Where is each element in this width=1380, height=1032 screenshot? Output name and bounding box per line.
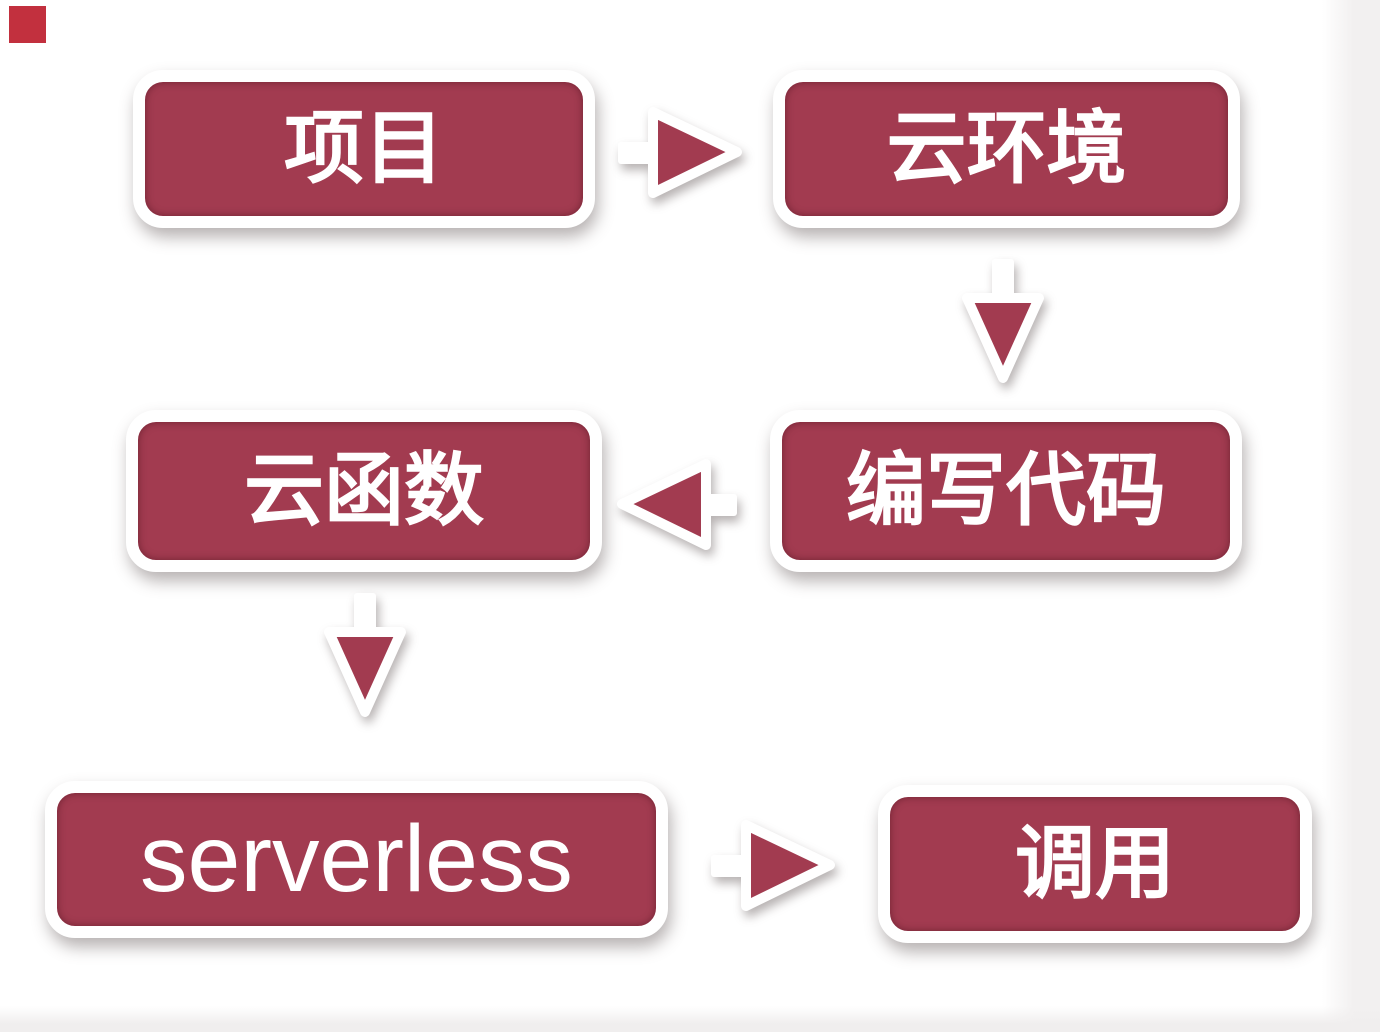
arrow-left-icon-1 — [610, 452, 740, 557]
node-cloud-function: 云函数 — [126, 410, 602, 572]
node-write-code: 编写代码 — [770, 410, 1242, 572]
node-invoke-label: 调用 — [1015, 819, 1175, 908]
node-cloud-env: 云环境 — [773, 70, 1240, 228]
arrow-right-icon-1 — [615, 100, 745, 205]
node-project: 项目 — [133, 70, 595, 228]
arrow-right-icon-2 — [708, 813, 838, 918]
frame-right-tint — [1322, 0, 1380, 1032]
node-write-code-label: 编写代码 — [846, 446, 1166, 535]
arrow-down-icon-1 — [958, 256, 1048, 386]
node-cloud-function-label: 云函数 — [244, 446, 484, 535]
node-serverless-label: serverless — [140, 806, 573, 912]
frame-bottom-tint — [0, 1006, 1380, 1032]
node-project-label: 项目 — [284, 104, 444, 193]
node-cloud-env-label: 云环境 — [886, 104, 1127, 193]
arrow-down-icon-2 — [320, 590, 410, 720]
red-marker-square — [9, 6, 46, 43]
node-invoke: 调用 — [878, 785, 1312, 943]
node-serverless: serverless — [45, 781, 668, 938]
